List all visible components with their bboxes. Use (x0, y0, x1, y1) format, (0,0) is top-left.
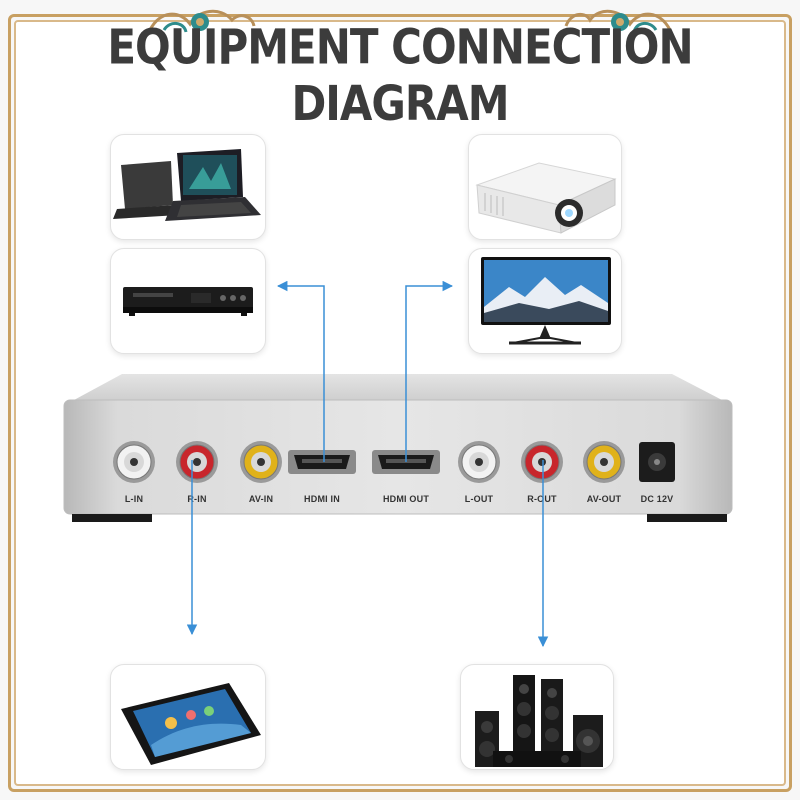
port-label: AV-IN (248, 494, 274, 504)
port-label: AV-OUT (586, 494, 622, 504)
diagram-title: EQUIPMENT CONNECTION DIAGRAM (107, 18, 693, 132)
monitor-icon (481, 257, 611, 345)
dvd-player-icon (123, 287, 253, 316)
port-hdmi-out (372, 450, 440, 474)
speakers-icon (475, 675, 603, 767)
laptop-icon (113, 149, 261, 221)
port-av-out (583, 441, 625, 483)
ornament-right-icon (564, 9, 672, 33)
port-label: R-IN (187, 494, 207, 504)
port-label: HDMI IN (304, 494, 340, 504)
port-label: L-OUT (464, 494, 494, 504)
monitor-card (468, 248, 622, 354)
outer-frame (8, 14, 792, 792)
tablet-icon (121, 683, 261, 765)
port-label: HDMI OUT (382, 494, 430, 504)
tablet-card (110, 664, 266, 770)
port-r-out (521, 441, 563, 483)
dvd-player-card (110, 248, 266, 354)
port-dc-12v (639, 442, 675, 482)
projector-icon (475, 162, 617, 234)
port-l-in (113, 441, 155, 483)
port-label: DC 12V (640, 494, 674, 504)
port-hdmi-in (288, 450, 356, 474)
port-l-out (458, 441, 500, 483)
laptop-card (110, 134, 266, 240)
port-av-in (240, 441, 282, 483)
speakers-card (460, 664, 614, 770)
port-label: L-IN (124, 494, 144, 504)
ornament-left-icon (148, 9, 256, 33)
projector-card (468, 134, 622, 240)
port-label: R-OUT (527, 494, 557, 504)
av-converter-device: L-IN R-IN AV-IN HDMI IN HDMI OUT L-OUT R-OUT AV… (62, 370, 734, 524)
device-body (63, 374, 733, 522)
port-r-in (176, 441, 218, 483)
